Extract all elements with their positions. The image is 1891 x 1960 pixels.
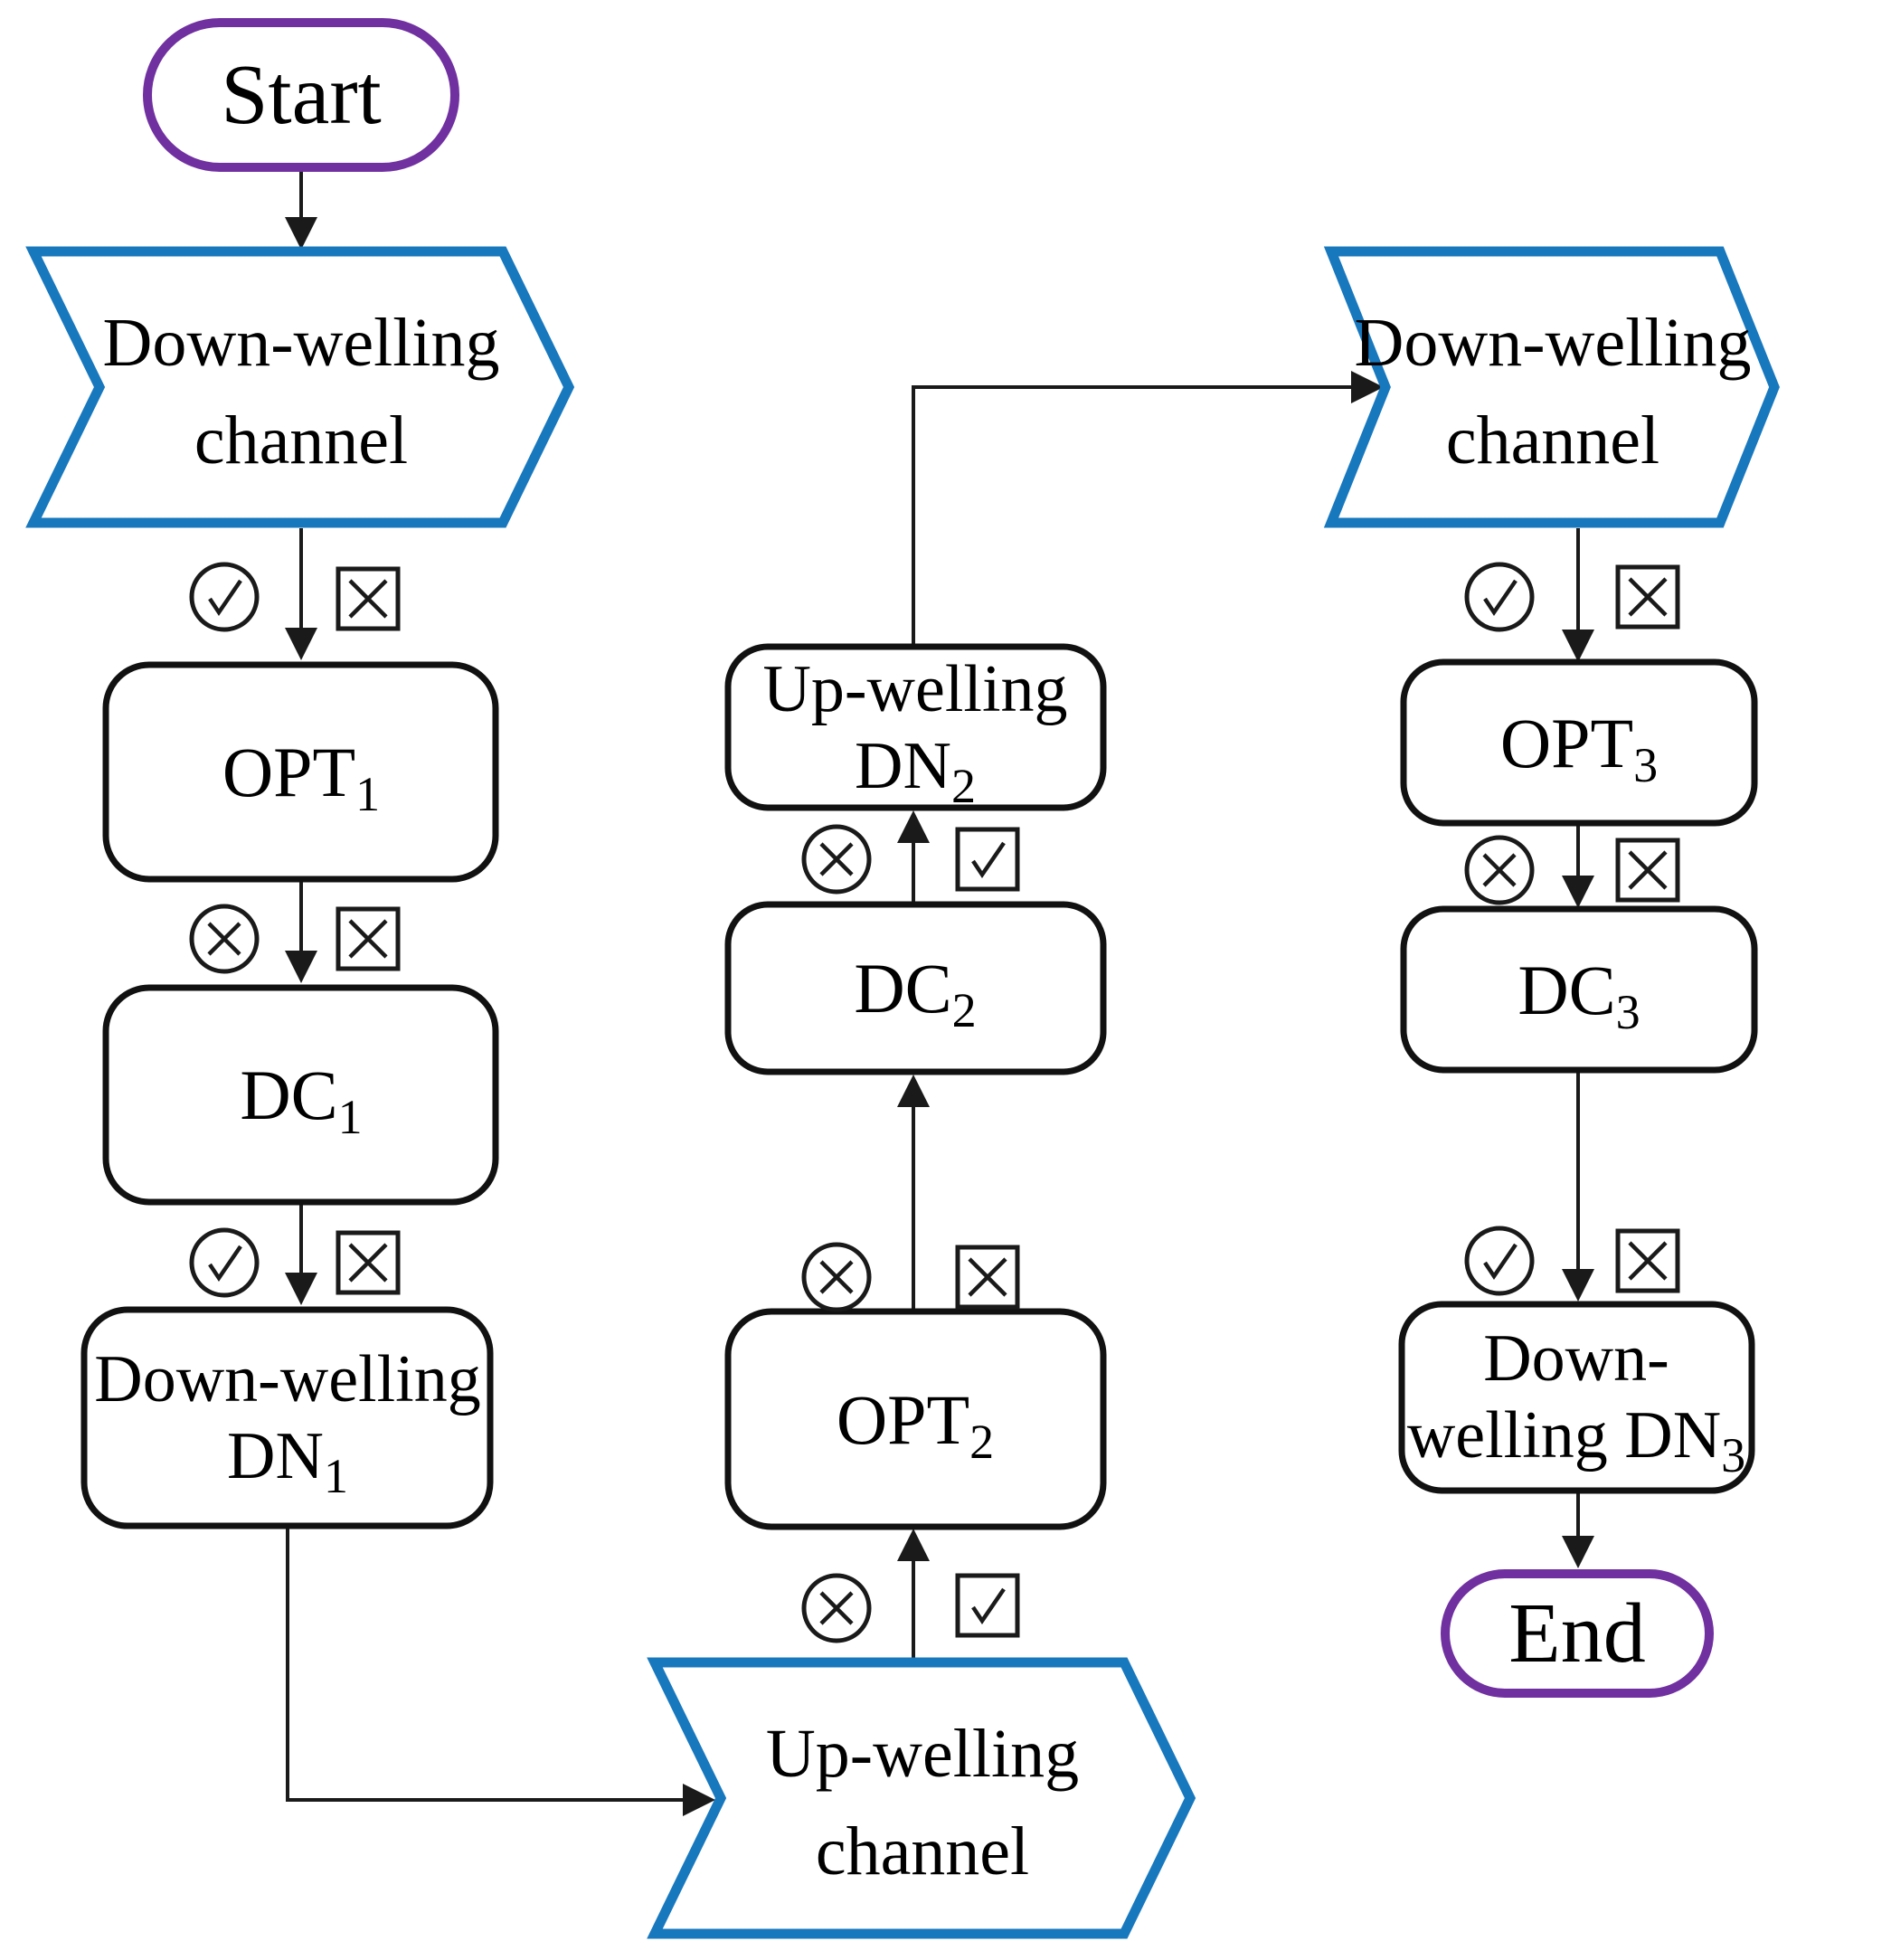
- up-welling-channel-line2: channel: [816, 1813, 1029, 1889]
- dc3-label: DC3: [1518, 951, 1640, 1039]
- dn1-name: DN: [227, 1419, 324, 1493]
- opt1-sub: 1: [355, 767, 380, 821]
- dn3-line2: welling DN3: [1407, 1398, 1745, 1482]
- start-label: Start: [221, 48, 382, 142]
- opt2-name: OPT: [837, 1380, 969, 1459]
- down-welling-channel-2-line2: channel: [1446, 402, 1659, 478]
- updn2-shape: [724, 643, 1107, 811]
- arrow-updn2-to-downchannel2: [912, 371, 1384, 646]
- dn1-line2: DN1: [227, 1419, 348, 1503]
- cross-circle-icon: [801, 1242, 872, 1312]
- opt2-shape: [724, 1308, 1107, 1530]
- dc2-sub: 2: [952, 983, 977, 1037]
- opt2-sub: 2: [969, 1415, 994, 1469]
- arrow-dn1-to-upchannel: [286, 1528, 715, 1816]
- opt1-box: OPT1: [102, 661, 499, 883]
- cross-square-icon: [336, 1230, 401, 1295]
- opt1-name: OPT: [222, 733, 355, 811]
- up-welling-dn2-box: Up-welling DN2: [724, 643, 1107, 813]
- dc1-label: DC1: [240, 1056, 362, 1144]
- dc1-shape: [102, 984, 499, 1206]
- check-square-icon: [955, 1573, 1020, 1638]
- down-welling-channel-1-line1: Down-welling: [102, 305, 499, 381]
- dn3-line1: Down-: [1483, 1321, 1669, 1396]
- dn3-name: welling DN: [1407, 1398, 1721, 1472]
- check-circle-icon: [189, 562, 260, 632]
- down-welling-channel-2-shape: [1323, 246, 1780, 528]
- check-square-icon: [955, 827, 1020, 892]
- opt1-label: OPT1: [222, 733, 380, 821]
- opt3-box: OPT3: [1400, 658, 1758, 827]
- dc1-name: DC: [240, 1056, 337, 1134]
- end-terminal: End: [1441, 1569, 1714, 1698]
- cross-square-icon: [336, 566, 401, 631]
- updn2-sub: 2: [951, 759, 976, 813]
- dn3-shape: [1398, 1301, 1755, 1494]
- check-circle-icon: [1464, 1226, 1535, 1296]
- cross-square-icon: [1615, 564, 1680, 630]
- opt3-label: OPT3: [1500, 704, 1658, 792]
- down-welling-channel-2-line1: Down-welling: [1354, 305, 1751, 381]
- updn2-line1: Up-welling: [762, 652, 1067, 726]
- cross-circle-icon: [801, 1573, 872, 1643]
- end-label: End: [1508, 1586, 1645, 1681]
- updn2-line2: DN2: [855, 729, 976, 813]
- cross-square-icon: [955, 1245, 1020, 1310]
- dc1-sub: 1: [338, 1090, 363, 1144]
- opt3-name: OPT: [1500, 704, 1633, 782]
- cross-circle-icon: [1464, 835, 1535, 905]
- start-shape: [143, 18, 459, 172]
- dn1-sub: 1: [324, 1449, 348, 1503]
- cross-circle-icon: [801, 824, 872, 895]
- down-welling-dn1-box: Down-welling DN1: [80, 1306, 494, 1529]
- dc2-name: DC: [854, 949, 951, 1027]
- opt3-sub: 3: [1633, 738, 1658, 792]
- down-welling-channel-1-line2: channel: [194, 402, 408, 478]
- dc1-box: DC1: [102, 984, 499, 1206]
- dc3-sub: 3: [1616, 985, 1640, 1039]
- dc2-label: DC2: [854, 949, 976, 1037]
- cross-square-icon: [1615, 1228, 1680, 1293]
- opt2-label: OPT2: [837, 1380, 994, 1469]
- end-shape: [1441, 1569, 1714, 1698]
- start-terminal: Start: [143, 18, 459, 172]
- cross-square-icon: [1615, 838, 1680, 903]
- cross-square-icon: [336, 906, 401, 971]
- up-welling-channel-line1: Up-welling: [766, 1716, 1079, 1792]
- dc2-shape: [724, 901, 1107, 1075]
- up-welling-channel-shape: [647, 1657, 1196, 1939]
- dn3-sub: 3: [1721, 1428, 1745, 1482]
- updn2-name: DN: [855, 729, 951, 803]
- opt3-shape: [1400, 658, 1758, 827]
- down-welling-dn3-box: Down- welling DN3: [1398, 1301, 1755, 1494]
- dn1-shape: [80, 1306, 494, 1529]
- dc3-name: DC: [1518, 951, 1615, 1029]
- cross-circle-icon: [189, 904, 260, 974]
- check-circle-icon: [1464, 562, 1535, 632]
- up-welling-channel: Up-welling channel: [647, 1657, 1196, 1939]
- connectors: [285, 172, 1594, 1816]
- check-circle-icon: [189, 1227, 260, 1298]
- opt2-box: OPT2: [724, 1308, 1107, 1530]
- down-welling-channel-1: Down-welling channel: [25, 246, 575, 528]
- dc3-box: DC3: [1400, 905, 1758, 1074]
- opt1-shape: [102, 661, 499, 883]
- down-welling-channel-2: Down-welling channel: [1323, 246, 1780, 528]
- dn1-line1: Down-welling: [94, 1342, 481, 1416]
- dc3-shape: [1400, 905, 1758, 1074]
- dc2-box: DC2: [724, 901, 1107, 1075]
- down-welling-channel-1-shape: [25, 246, 575, 528]
